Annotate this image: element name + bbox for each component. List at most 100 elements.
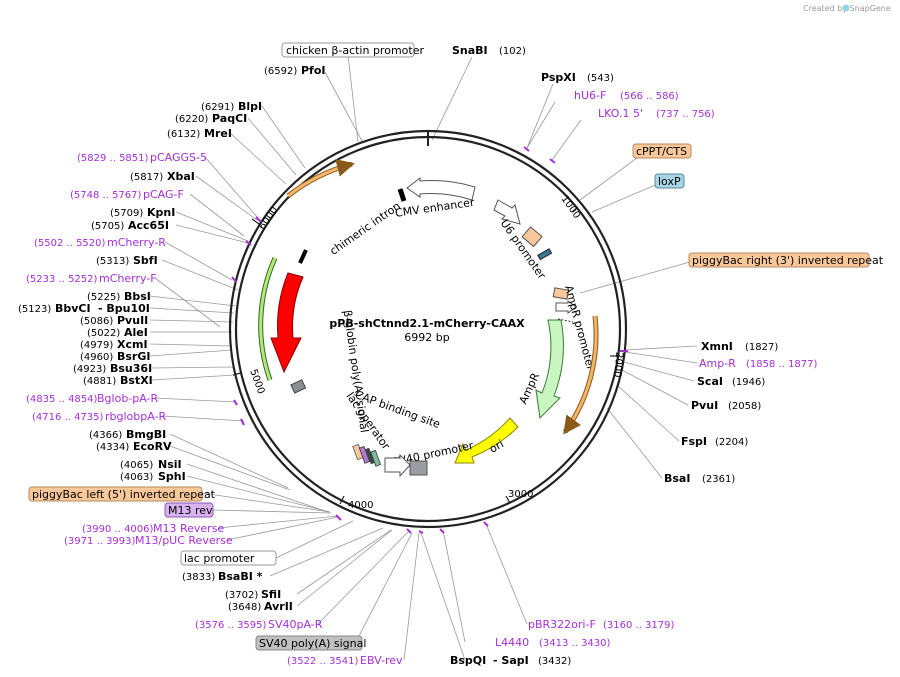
- bspqi-pos: (3432): [538, 656, 571, 667]
- bsrgi-pos: (4960): [80, 352, 113, 363]
- m13rev-label: M13 rev: [168, 504, 213, 517]
- lac-marker: [365, 447, 375, 465]
- blpi-pos: (6291): [201, 102, 234, 113]
- snapgene-logo-icon: [842, 4, 850, 12]
- sapi-name: - SapI: [493, 654, 529, 667]
- bpu10i-name: - Bpu10I: [98, 302, 150, 315]
- tick-5000: 5000: [247, 368, 266, 396]
- sv40par-name: SV40pA-R: [268, 618, 323, 631]
- pbr322-name: pBR322ori-F: [528, 618, 596, 631]
- mcherryr-range: (5502 .. 5520): [34, 238, 106, 249]
- bsu36i-pos: (4923): [73, 364, 106, 375]
- blpi-name: BlpI: [238, 100, 262, 113]
- amp-small-arrow: [555, 300, 577, 314]
- sbfi-name: SbfI: [133, 254, 158, 267]
- ampr-primer-name: Amp-R: [699, 357, 736, 370]
- cmv-enhancer-label: CMV enhancer: [394, 196, 475, 220]
- acc65i-pos: (5705): [91, 221, 124, 232]
- ori-feature: [454, 417, 519, 464]
- mrei-name: MreI: [204, 127, 232, 140]
- sphi-name: SphI: [158, 470, 186, 483]
- u6-promoter-feature: [493, 199, 521, 225]
- chicken-arc: [287, 159, 355, 198]
- bsai-name: BsaI: [664, 472, 690, 485]
- acc65i-name: Acc65I: [128, 219, 169, 232]
- cmv-enhancer-feature: [406, 176, 476, 201]
- pvui-name: PvuI: [691, 399, 718, 412]
- sv40-promoter-box: [409, 460, 428, 476]
- bbsi-pos: (5225): [87, 292, 120, 303]
- pcaggs5-name: pCAGGS-5: [150, 151, 207, 164]
- nsii-pos: (4065): [120, 460, 153, 471]
- scale-ticks: [232, 206, 618, 505]
- sv40par-range: (3576 .. 3595): [195, 620, 267, 631]
- pfoi-pos: (6592): [264, 66, 297, 77]
- pfoi-name: PfoI: [301, 64, 326, 77]
- xbai-pos: (5817): [130, 172, 163, 183]
- m13rev-box: [164, 502, 214, 518]
- m13-marker: [358, 445, 371, 464]
- pbr322-range: (3160 .. 3179): [603, 620, 675, 631]
- mcherry-label: mCherry: [297, 283, 322, 333]
- paqci-pos: (6220): [175, 114, 208, 125]
- loxp-label: loxP: [658, 175, 681, 188]
- bbsi-name: BbsI: [124, 290, 151, 303]
- cppt-label: cPPT/CTS: [636, 145, 687, 158]
- loxp-feature: [537, 248, 553, 261]
- mrei-pos: (6132): [167, 129, 200, 140]
- hu6f-name: hU6-F: [574, 89, 606, 102]
- l4440-range: (3413 .. 3430): [539, 638, 611, 649]
- pvuii-pos: (5086): [80, 316, 113, 327]
- scai-pos: (1946): [732, 377, 765, 388]
- xcmi-pos: (4979): [80, 340, 113, 351]
- bsu36i-name: Bsu36I: [110, 362, 152, 375]
- cmv-black-marker: [397, 188, 407, 202]
- mcherry-arc: [259, 257, 277, 381]
- hu6f-range: (566 .. 586): [620, 91, 679, 102]
- fspi-name: FspI: [681, 435, 707, 448]
- scai-name: ScaI: [697, 375, 723, 388]
- lac-promoter-box: [180, 550, 277, 566]
- lko1-range: (737 .. 756): [656, 109, 715, 120]
- ori-label: ori: [487, 437, 506, 455]
- rbglobpar-name: rbglobpA-R: [105, 410, 166, 423]
- ebvrev-name: EBV-rev: [360, 654, 403, 667]
- m13reverse-name: M13 Reverse: [153, 522, 224, 535]
- primer-marks: [231, 146, 628, 534]
- sv40-promoter-arrow: [384, 453, 411, 478]
- bsabi-name: BsaBI *: [218, 570, 263, 583]
- tick-2000: 2000: [611, 352, 624, 378]
- mcherryf-range: (5233 .. 5252): [26, 274, 98, 285]
- paqci-name: PaqCI: [212, 112, 247, 125]
- leader-lines: [149, 54, 698, 661]
- m13pucrev-name: M13/pUC Reverse: [135, 534, 233, 547]
- sv40-polya-box: [255, 635, 363, 651]
- m13reverse-range: (3990 .. 4006): [82, 524, 154, 535]
- bglobin-black-marker: [298, 249, 308, 264]
- lko1-name: LKO.1 5': [598, 107, 643, 120]
- loxp-box: [654, 173, 685, 189]
- tick-6000: 6000: [257, 205, 281, 232]
- xcmi-name: XcmI: [117, 338, 148, 351]
- snabi-pos: (102): [499, 46, 526, 57]
- plasmid-length: 6992 bp: [404, 331, 449, 344]
- ampr-start-marker: [557, 318, 574, 323]
- avrii-pos: (3648): [228, 602, 261, 613]
- u6-promoter-label: U6 promoter: [498, 217, 549, 282]
- l4440-name: L4440: [495, 636, 529, 649]
- bglobpar-name: Bglob-pA-R: [97, 392, 159, 405]
- ecorv-name: EcoRV: [133, 440, 172, 453]
- pcagf-name: pCAG-F: [143, 188, 184, 201]
- ampr-primer-range: (1858 .. 1877): [746, 359, 818, 370]
- rbglobpar-range: (4716 .. 4735): [32, 412, 104, 423]
- pcagf-range: (5748 .. 5767): [70, 190, 142, 201]
- cppt-box: [632, 143, 692, 159]
- bspqi-name: BspQI: [450, 654, 486, 667]
- mcherry-feature: [270, 272, 304, 374]
- bsrgi-name: BsrGI: [117, 350, 150, 363]
- chicken-actin-label: chicken β-actin promoter: [286, 44, 424, 57]
- pb-right-box: [688, 252, 870, 268]
- tick-4000: 4000: [348, 500, 373, 511]
- pcaggs5-range: (5829 .. 5851): [77, 153, 149, 164]
- chimeric-intron-label: chimeric intron: [327, 199, 402, 257]
